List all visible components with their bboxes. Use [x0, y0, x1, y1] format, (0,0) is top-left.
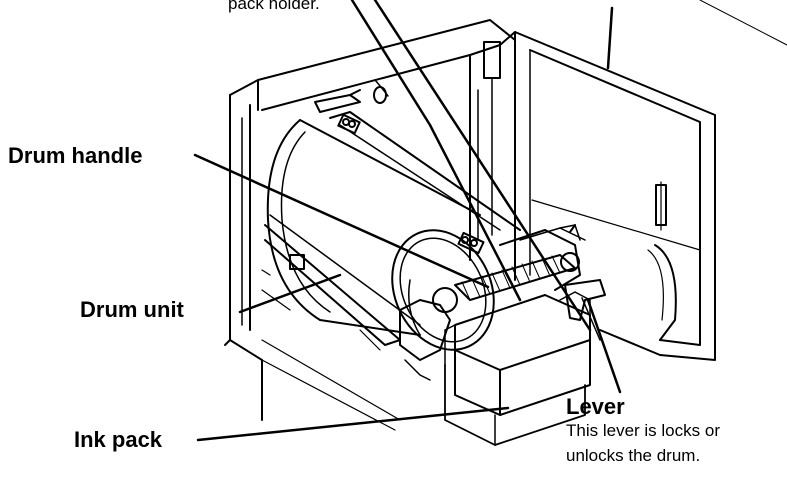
- drum-handle-grip: [432, 252, 580, 313]
- lever-description-line-1: This lever is locks or: [566, 421, 720, 440]
- guide-rails: [261, 214, 421, 431]
- lever-label: Lever: [566, 394, 625, 419]
- ink-pack-box: [444, 291, 591, 446]
- front-door: [499, 31, 716, 361]
- drum-unit-label: Drum unit: [80, 297, 184, 322]
- ink-pack-label: Ink pack: [74, 427, 163, 452]
- drum-handle-label: Drum handle: [8, 143, 143, 168]
- leader-lines: [193, 0, 787, 442]
- machine-frame: [224, 19, 516, 421]
- lever-description-line-2: unlocks the drum.: [566, 446, 701, 465]
- pack-holder-label: pack holder.: [228, 0, 320, 13]
- drum-body: [266, 89, 521, 351]
